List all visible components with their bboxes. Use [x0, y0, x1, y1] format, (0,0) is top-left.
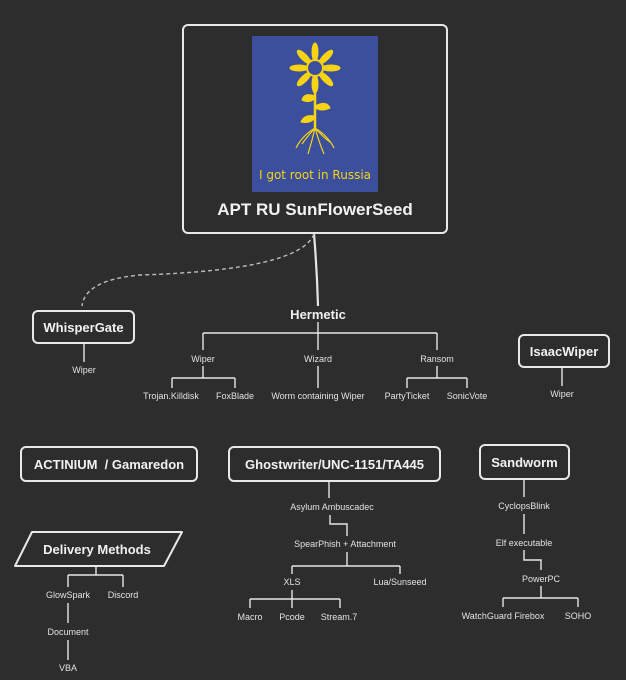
asylum-ambuscadec: Asylum Ambuscadec [290, 502, 374, 512]
soho: SOHO [564, 611, 592, 621]
partyticket: PartyTicket [384, 391, 430, 401]
sandworm-label: Sandworm [491, 454, 558, 470]
ghostwriter-node: Ghostwriter/UNC-1151/TA445 [228, 446, 441, 482]
isaacwiper-node: IsaacWiper [518, 334, 610, 368]
document: Document [47, 627, 89, 637]
macro: Macro [237, 612, 263, 622]
delivery-label: Delivery Methods [43, 542, 151, 557]
hermetic-ransom: Ransom [420, 354, 454, 364]
stream-7: Stream.7 [320, 612, 358, 622]
trojan-killdisk: Trojan.Killdisk [143, 391, 199, 401]
whispergate-wiper: Wiper [72, 365, 96, 375]
delivery-shape [14, 531, 183, 567]
foxblade: FoxBlade [215, 391, 255, 401]
powerpc: PowerPC [521, 574, 561, 584]
elf-executable: Elf executable [495, 538, 553, 548]
hermetic-label: Hermetic [290, 307, 346, 322]
vba: VBA [58, 663, 78, 673]
isaacwiper-label: IsaacWiper [529, 343, 599, 359]
actinium-label: ACTINIUM / Gamaredon [33, 456, 185, 472]
discord: Discord [107, 590, 139, 600]
hermetic-wiper: Wiper [191, 354, 215, 364]
sunflower-icon [289, 42, 341, 155]
actinium-node: ACTINIUM / Gamaredon [20, 446, 198, 482]
whispergate-node: WhisperGate [32, 310, 135, 344]
isaacwiper-wiper: Wiper [550, 389, 574, 399]
main-node: APT RU SunFlowerSeed [182, 24, 448, 234]
ghostwriter-label: Ghostwriter/UNC-1151/TA445 [245, 456, 424, 472]
main-title: APT RU SunFlowerSeed [217, 200, 413, 219]
sunflower-poster-image: I got root in Russia [252, 36, 378, 192]
watchguard-firebox: WatchGuard Firebox [461, 611, 545, 621]
spearphish-attachment: SpearPhish + Attachment [294, 539, 396, 549]
pcode: Pcode [279, 612, 305, 622]
poster-caption: I got root in Russia [258, 168, 372, 182]
whispergate-label: WhisperGate [43, 319, 124, 335]
xls: XLS [283, 577, 301, 587]
cyclopsblink: CyclopsBlink [498, 501, 550, 511]
hermetic-wizard: Wizard [303, 354, 333, 364]
sandworm-node: Sandworm [479, 444, 570, 480]
lua-sunseed: Lua/Sunseed [373, 577, 427, 587]
worm-containing-wiper: Worm containing Wiper [271, 391, 365, 401]
sonicvote: SonicVote [446, 391, 488, 401]
glowspark: GlowSpark [45, 590, 91, 600]
